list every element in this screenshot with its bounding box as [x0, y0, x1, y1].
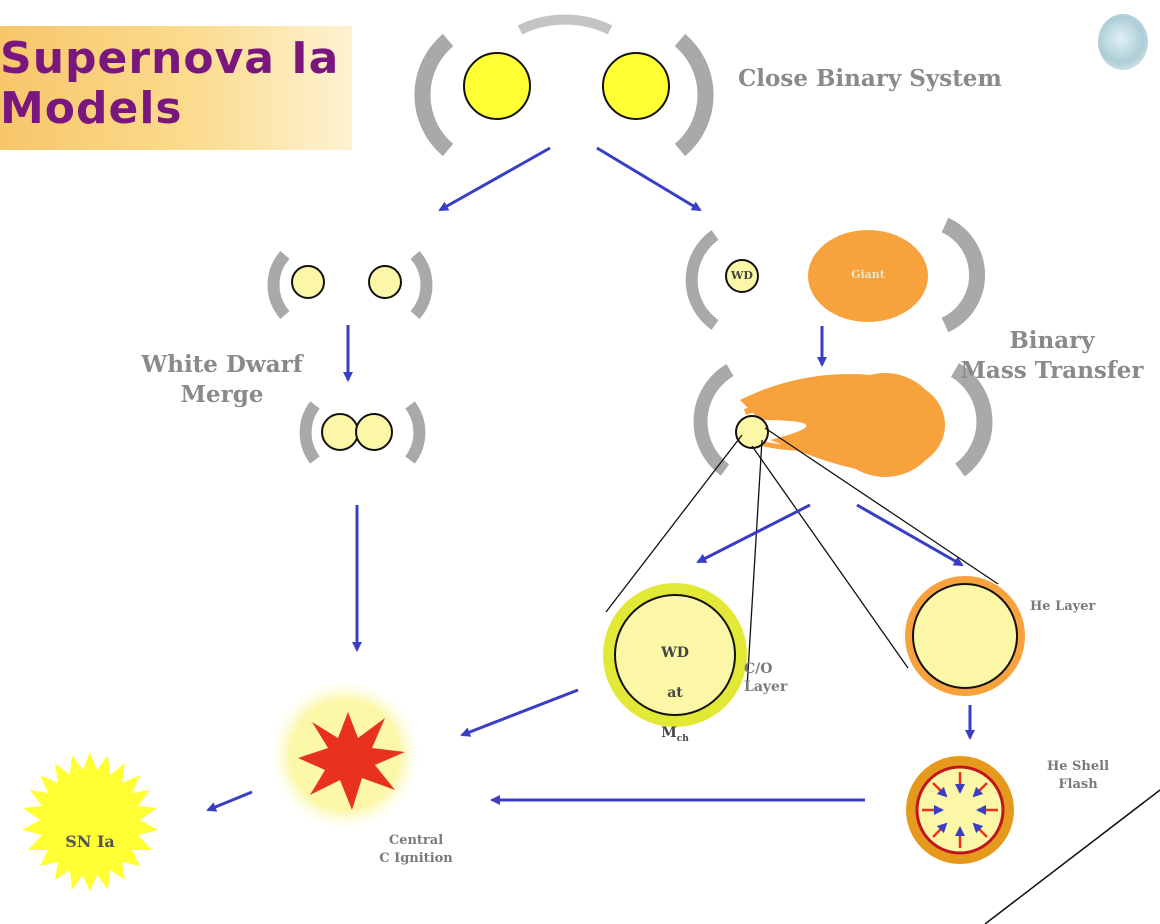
close-binary-group [422, 20, 705, 150]
orbit-arrow-icon [422, 40, 448, 150]
white-dwarf-icon [292, 266, 324, 298]
star-icon [603, 53, 669, 119]
he-shell-flash-group [906, 756, 1014, 864]
white-dwarf-icon [736, 416, 768, 448]
wd-at-mch-line3: Mch [645, 723, 705, 749]
wd-at-mch-line1: WD [645, 643, 705, 663]
arrow-mch-to-ignition [462, 690, 578, 735]
label-sn-ia: SN Ia [60, 832, 120, 851]
label-binary-mass-transfer: Binary Mass Transfer [946, 326, 1158, 386]
label-co-layer: C/O Layer [744, 660, 787, 696]
orbit-arrow-icon [410, 405, 419, 460]
wd-binary-group [274, 255, 427, 315]
white-dwarf-icon [356, 414, 392, 450]
arrow-to-wd-binary [440, 148, 550, 210]
label-wd-merge: White Dwarf Merge [122, 350, 322, 410]
label-he-layer: He Layer [1030, 598, 1095, 616]
he-layer-group [905, 576, 1025, 696]
label-close-binary: Close Binary System [738, 64, 1002, 94]
giant-star-icon [830, 373, 940, 477]
orbit-arrow-icon [274, 255, 285, 315]
arrow-to-wd-giant [597, 148, 700, 210]
white-dwarf-core-icon [913, 584, 1017, 688]
star-icon [464, 53, 530, 119]
orbit-arrow-icon [520, 20, 610, 30]
arrow-to-he-layer [857, 505, 962, 565]
orbit-arrow-icon [680, 40, 706, 150]
white-dwarf-icon [369, 266, 401, 298]
supernova-burst-icon [22, 752, 158, 892]
wd-merge-group [306, 405, 420, 460]
arrow-to-wd-mch [698, 505, 810, 562]
wd-at-mch-line2: at [645, 683, 705, 703]
label-wd-at-mch: WD at Mch [645, 623, 705, 769]
mass-transfer-group [701, 370, 985, 477]
label-giant: Giant [838, 266, 898, 284]
central-ignition-group [267, 677, 423, 833]
wd-mass-symbol: M [661, 725, 677, 741]
orbit-arrow-icon [945, 225, 977, 325]
label-central-ignition: Central C Ignition [356, 832, 476, 868]
label-wd-small: WD [730, 267, 754, 285]
sn-ia-group [22, 752, 158, 892]
white-dwarf-icon [322, 414, 358, 450]
orbit-arrow-icon [701, 370, 730, 470]
orbit-arrow-icon [306, 405, 315, 460]
label-he-shell-flash: He Shell Flash [1018, 758, 1138, 794]
arrow-to-sn-ia [208, 792, 252, 810]
wd-mass-subscript: ch [677, 734, 689, 744]
orbit-arrow-icon [692, 235, 715, 325]
orbit-arrow-icon [415, 255, 426, 315]
